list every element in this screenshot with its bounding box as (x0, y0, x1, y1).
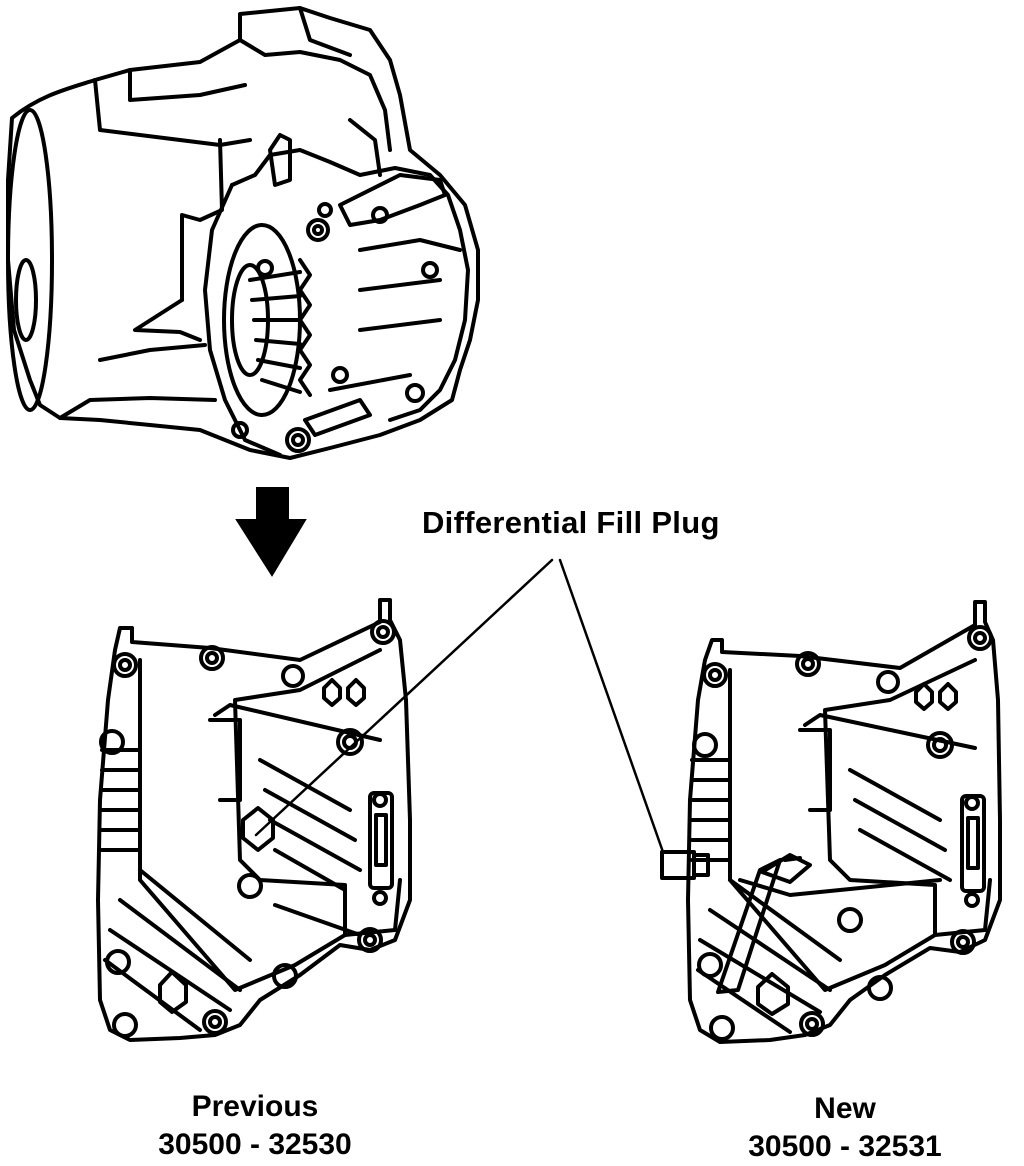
new-variant-name: New (814, 1092, 876, 1125)
previous-part-number: 30500 - 32530 (158, 1128, 352, 1161)
new-part-number: 30500 - 32531 (748, 1130, 942, 1163)
new-caption: New 30500 - 32531 (710, 1090, 980, 1166)
previous-caption: Previous 30500 - 32530 (120, 1088, 390, 1164)
new-case-illustration (660, 600, 1002, 1044)
callout-leader-lines (254, 558, 665, 854)
transaxle-assembly-illustration (6, 6, 480, 460)
previous-variant-name: Previous (191, 1090, 319, 1123)
callout-label: Differential Fill Plug (422, 505, 720, 540)
previous-case-illustration (96, 598, 412, 1042)
down-arrow-icon (235, 487, 307, 577)
